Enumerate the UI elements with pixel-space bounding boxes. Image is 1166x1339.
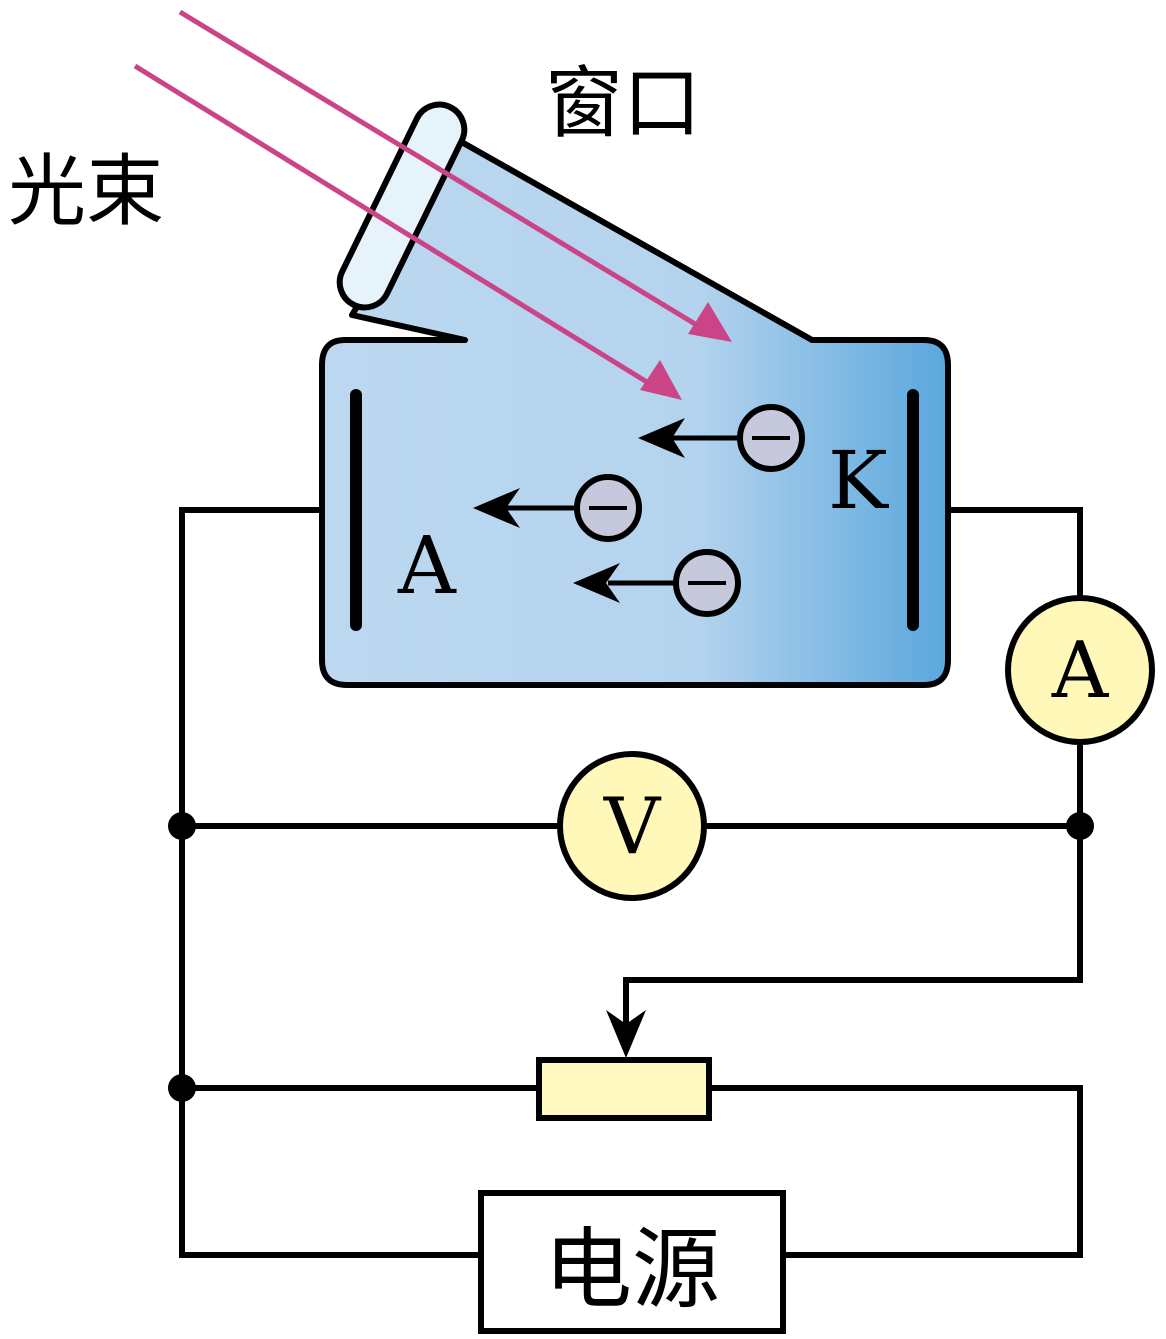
wire-left <box>179 507 480 1258</box>
electron-1 <box>638 404 805 472</box>
rheostat <box>536 1010 712 1121</box>
junction-dot-voltmeter-left <box>168 812 196 840</box>
window <box>336 101 468 311</box>
wire-right-top <box>912 507 1083 600</box>
ammeter-label: A <box>1051 626 1110 716</box>
voltmeter: V <box>557 751 707 901</box>
light-beam <box>133 9 732 400</box>
power-source-label: 电源 <box>544 1218 720 1321</box>
cathode-label: K <box>828 434 889 527</box>
wire-rheostat-right <box>710 1085 1083 1258</box>
electrons <box>473 404 805 617</box>
light-ray-1 <box>178 9 707 333</box>
power-source: 电源 <box>478 1190 786 1334</box>
junction-dot-voltmeter-right <box>1066 812 1094 840</box>
electron-arrow-2 <box>473 488 520 528</box>
rheostat-body <box>536 1057 712 1121</box>
slider-arrow-icon <box>606 1010 646 1058</box>
light-ray-2 <box>133 63 657 390</box>
electron-3 <box>573 549 741 617</box>
voltmeter-label: V <box>603 782 662 872</box>
electron-2 <box>473 474 642 542</box>
ammeter: A <box>1005 595 1155 745</box>
electron-arrow-1 <box>638 418 685 458</box>
light-ray-1-arrowhead <box>688 302 732 342</box>
anode-label: A <box>397 519 457 612</box>
light-ray-2-arrowhead <box>640 360 682 400</box>
circuit-wires <box>179 507 1083 1258</box>
wire-right-slider <box>623 742 1083 1030</box>
electron-arrow-3 <box>573 563 620 603</box>
window-label: 窗口 <box>545 59 701 149</box>
light-beam-label: 光束 <box>8 147 164 237</box>
junction-dot-rheostat-left <box>168 1074 196 1102</box>
